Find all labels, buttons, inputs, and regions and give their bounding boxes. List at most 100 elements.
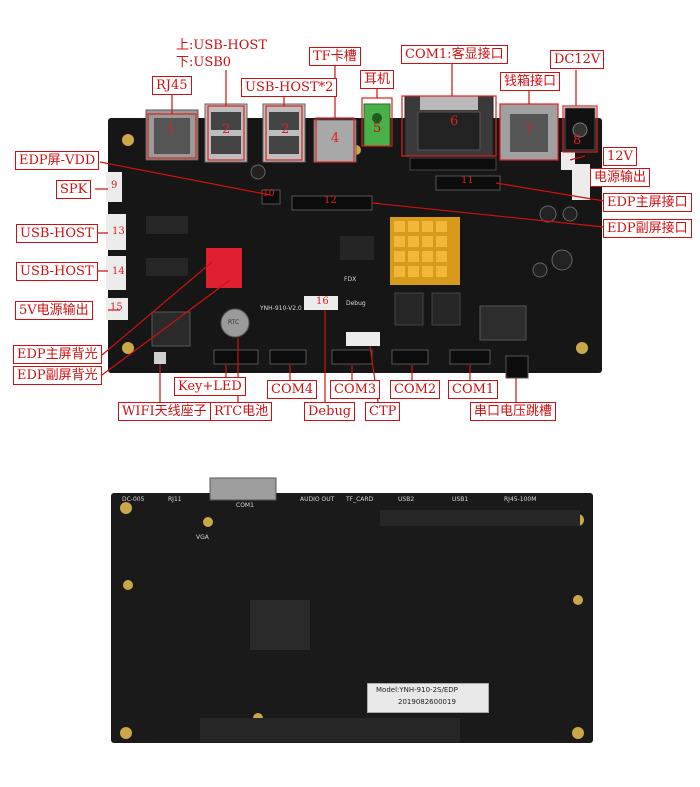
rtc-silk: RTC (228, 319, 240, 326)
marker-number-16: 16 (316, 296, 329, 307)
back-component-row (200, 718, 460, 742)
label-usb-host-a: USB-HOST (16, 224, 98, 243)
wifi-antenna-socket (154, 352, 166, 364)
audio-jack (363, 103, 391, 147)
12v-connector (561, 152, 575, 170)
label-dc12v: DC12V (550, 50, 605, 69)
tf-card-slot (313, 119, 357, 163)
com1-pin-header (449, 349, 491, 365)
marker-number-1: 1 (167, 122, 176, 137)
capacitor (562, 206, 578, 222)
back-component-row (380, 510, 580, 526)
back-components (250, 600, 310, 650)
label-com2: COM2 (390, 380, 441, 399)
5v-connector (106, 298, 128, 320)
label-edp-vdd: EDP屏-VDD (15, 151, 100, 170)
label-key-led: Key+LED (174, 377, 246, 396)
marker-number-15: 15 (110, 302, 123, 313)
edp-vdd-jumper (261, 189, 281, 205)
capacitor (539, 205, 557, 223)
back-silk-vga: VGA (196, 534, 209, 541)
label-edp-sub-backlight: EDP副屏背光 (13, 366, 102, 385)
label-power-out: 电源输出 (590, 168, 651, 187)
label-spk: SPK (56, 180, 92, 199)
back-silk-usb1: USB1 (452, 496, 469, 503)
marker-number-13: 13 (112, 226, 125, 237)
marker-box (562, 105, 598, 153)
capacitor (551, 249, 573, 271)
back-silk-usb2: USB2 (398, 496, 415, 503)
com4-header (269, 349, 307, 365)
back-silk-rj45: RJ45-100M (504, 496, 537, 503)
leader-lines (90, 62, 605, 404)
label-usb-host-x2: USB-HOST*2 (241, 78, 338, 97)
back-board (111, 477, 593, 743)
marker-number-6: 6 (450, 114, 459, 129)
usb-host-header-2 (106, 256, 126, 290)
label-earphone: 耳机 (360, 70, 395, 89)
com2-header (391, 349, 429, 365)
debug-silk: Debug (346, 300, 366, 307)
edp-backlight-connector-1 (206, 248, 224, 288)
debug-connector (304, 296, 338, 310)
edp-backlight-connector-2 (224, 248, 242, 288)
usb-host-header-1 (106, 214, 126, 250)
marker-number-10: 10 (263, 189, 275, 199)
serial-sticker: Model:YNH-910-2S/EDP 2019082600019 (367, 683, 489, 713)
uart-jumper-header (505, 355, 529, 379)
label-edp-main-backlight: EDP主屏背光 (13, 345, 102, 364)
marker-number-8: 8 (573, 133, 582, 148)
back-silk-dc: DC-005 (122, 496, 145, 503)
capacitor (250, 164, 266, 180)
label-com1: COM1 (448, 380, 499, 399)
mount-hole (576, 342, 588, 354)
heatsink (390, 217, 460, 285)
ic-chip (151, 311, 191, 347)
marker-box (401, 95, 497, 157)
marker-number-12: 12 (324, 195, 337, 206)
back-silk-com1: COM1 (236, 502, 254, 509)
label-com4: COM4 (267, 380, 318, 399)
capacitor (532, 262, 548, 278)
back-silk-tf: TF_CARD (346, 496, 374, 503)
back-silk-audio: AUDIO OUT (300, 496, 335, 503)
back-db9 (209, 477, 277, 501)
ic-chip (146, 258, 188, 276)
label-debug: Debug (304, 402, 356, 421)
front-board (106, 95, 602, 379)
label-12v: 12V (603, 147, 637, 166)
label-tf-card: TF卡槽 (309, 47, 361, 66)
sticker-model: Model:YNH-910-2S/EDP (376, 686, 458, 694)
sticker-serial: 2019082600019 (398, 698, 456, 706)
com3-header (331, 349, 373, 365)
label-wifi-antenna: WIFI天线座子 (118, 402, 211, 421)
label-edp-main-port: EDP主屏接口 (603, 193, 692, 212)
label-edp-sub-port: EDP副屏接口 (603, 219, 692, 238)
label-usb-host-top: 上:USB-HOST (176, 38, 268, 53)
marker-number-11: 11 (461, 175, 474, 186)
label-usb0-bottom: 下:USB0 (176, 55, 232, 70)
spk-connector (106, 172, 122, 202)
label-rj45: RJ45 (152, 76, 192, 95)
ic-chip (431, 292, 461, 326)
label-com3: COM3 (330, 380, 381, 399)
mount-hole (122, 342, 134, 354)
label-5v-power-out: 5V电源输出 (15, 301, 93, 320)
marker-number-2a: 2 (222, 122, 231, 137)
mount-hole (122, 134, 134, 146)
label-cash-drawer: 钱箱接口 (500, 72, 561, 91)
label-com1-customer-display: COM1:客显接口 (401, 45, 508, 64)
key-led-header (213, 349, 259, 365)
board-model-silk: YNH-910-V2.0 (260, 305, 302, 312)
emmc-chip (479, 305, 527, 341)
label-ctp: CTP (365, 402, 401, 421)
com1-header (409, 157, 497, 171)
marker-number-5: 5 (373, 121, 382, 136)
rtc-battery (220, 308, 250, 338)
ic-chip (146, 216, 188, 234)
back-silk-rj11: RJ11 (168, 496, 182, 503)
marker-number-9: 9 (111, 180, 118, 191)
label-usb-host-b: USB-HOST (16, 262, 98, 281)
marker-number-2b: 2 (281, 122, 290, 137)
